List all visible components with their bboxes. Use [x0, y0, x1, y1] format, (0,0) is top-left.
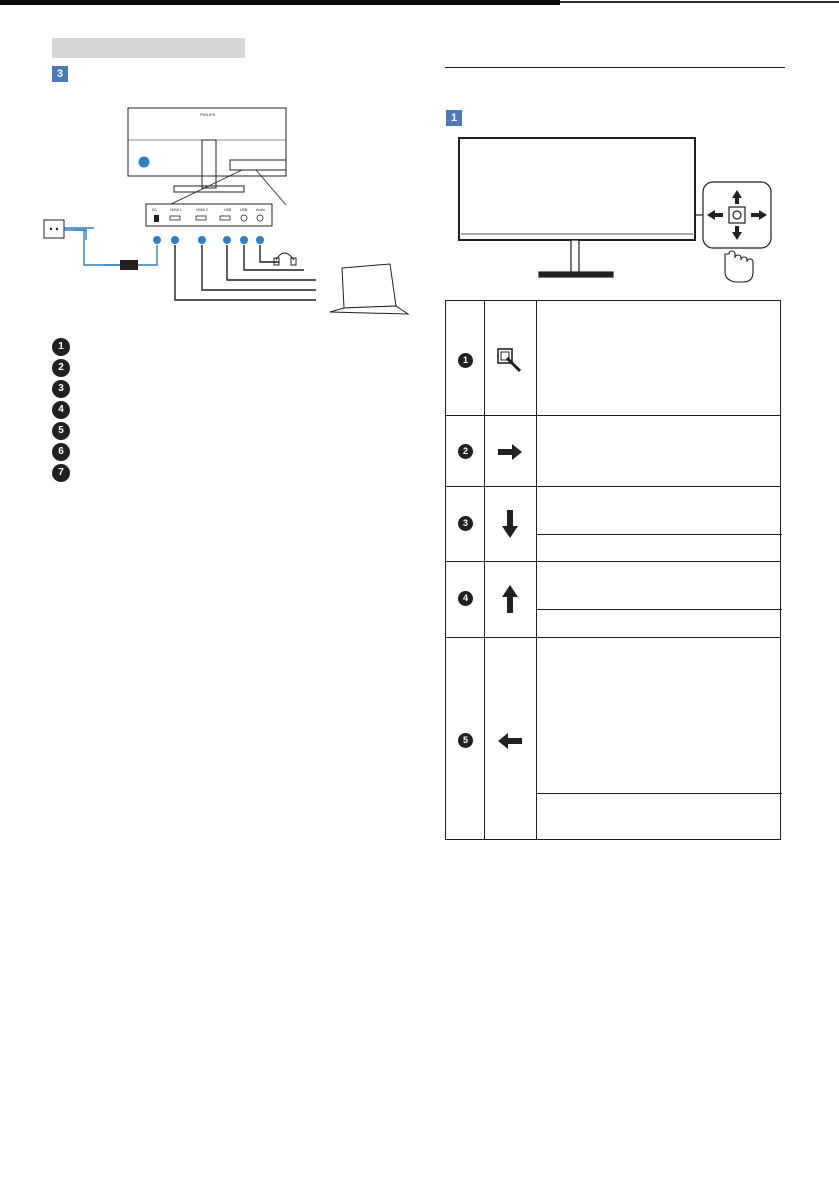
legend-item-5: 5: [52, 422, 70, 440]
step-badge-connect: 3: [52, 66, 68, 82]
legend-item-4: 4: [52, 401, 70, 419]
headphones-icon: [273, 252, 297, 266]
row-divider: [446, 486, 780, 487]
cell-divider: [536, 793, 782, 794]
cell-divider: [536, 609, 782, 610]
brand-logo: PHILIPS: [200, 112, 216, 117]
monitor-front: [458, 137, 696, 278]
cable-callouts: [153, 236, 264, 244]
monitor-front-illustration: [458, 137, 772, 283]
port-label-usb-b: USB: [240, 208, 248, 212]
column-number: [446, 301, 485, 839]
legend-item-2: 2: [52, 359, 70, 377]
row-divider: [446, 415, 780, 416]
arrow-up-icon: [502, 585, 518, 613]
monitor-back-illustration: [127, 107, 287, 206]
top-rule-light: [560, 1, 839, 3]
legend-list: 1 2 3 4 5 6 7: [52, 338, 70, 485]
legend-item-6: 6: [52, 443, 70, 461]
row-divider: [446, 561, 780, 562]
laptop-icon: [329, 263, 410, 315]
legend-item-1: 1: [52, 338, 70, 356]
step-badge-controls: 1: [446, 110, 462, 126]
port-label-hdmi2: HDMI 2: [196, 208, 208, 212]
hand-icon: [724, 250, 754, 283]
row-number-2: 2: [458, 444, 473, 459]
cables: [64, 227, 316, 301]
press-button-icon: [497, 348, 522, 373]
row-number-3: 3: [458, 516, 473, 531]
arrow-down-icon: [502, 510, 518, 538]
connection-diagram: PHILIPS DC HDMI 1 HDMI 2 USB USB Audio: [43, 107, 410, 315]
row-number-4: 4: [458, 591, 473, 606]
row-number-1: 1: [458, 353, 473, 368]
port-label-usb-a: USB: [224, 208, 232, 212]
port-label-hdmi1: HDMI 1: [170, 208, 182, 212]
cell-divider: [536, 534, 782, 535]
top-rule-dark: [0, 0, 560, 5]
port-label-dc: DC: [152, 208, 158, 212]
arrow-left-icon: [498, 733, 522, 749]
arrow-right-icon: [498, 444, 522, 460]
row-number-5: 5: [458, 733, 473, 748]
section-rule: [445, 67, 785, 68]
port-label-audio: Audio: [256, 208, 265, 212]
section-heading-bar: [52, 38, 245, 58]
controls-table: 1 2 3 4 5: [445, 300, 782, 840]
top-rule: [0, 0, 839, 6]
row-divider: [446, 637, 780, 638]
legend-item-7: 7: [52, 464, 70, 482]
joystick-callout: [695, 181, 772, 249]
port-panel: DC HDMI 1 HDMI 2 USB USB Audio: [145, 203, 273, 227]
legend-item-3: 3: [52, 380, 70, 398]
column-icon: [484, 301, 537, 839]
power-adapter: [43, 219, 138, 270]
